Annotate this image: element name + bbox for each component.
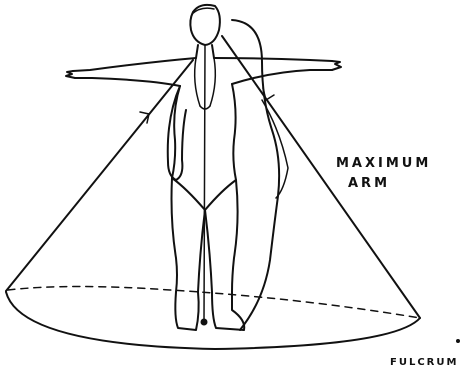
arm-label: ARM — [348, 176, 390, 191]
cone-left-side — [6, 60, 193, 291]
right-hand — [332, 61, 341, 70]
suit-strap-right — [210, 58, 215, 106]
torso-left — [172, 86, 180, 178]
head — [190, 5, 220, 45]
plumb-line — [204, 45, 205, 322]
fulcrum-point — [456, 339, 460, 343]
right-arm — [214, 58, 332, 84]
swing-arm-outline — [262, 100, 288, 198]
left-leg — [172, 178, 178, 292]
swinging-arm — [232, 20, 288, 330]
left-hand — [66, 71, 75, 78]
swing-arc-top — [232, 20, 279, 330]
left-foot — [175, 292, 198, 330]
suit-strap-left — [195, 58, 200, 106]
left-arm — [73, 58, 196, 86]
cone-base-back-arc — [8, 287, 420, 319]
right-leg — [232, 180, 238, 292]
fulcrum-label: FULCRUM — [390, 355, 458, 370]
inner-right-leg — [205, 210, 212, 292]
torso-right — [232, 84, 236, 180]
maximum-label: MAXIMUM — [336, 156, 431, 171]
right-foot — [212, 292, 244, 330]
